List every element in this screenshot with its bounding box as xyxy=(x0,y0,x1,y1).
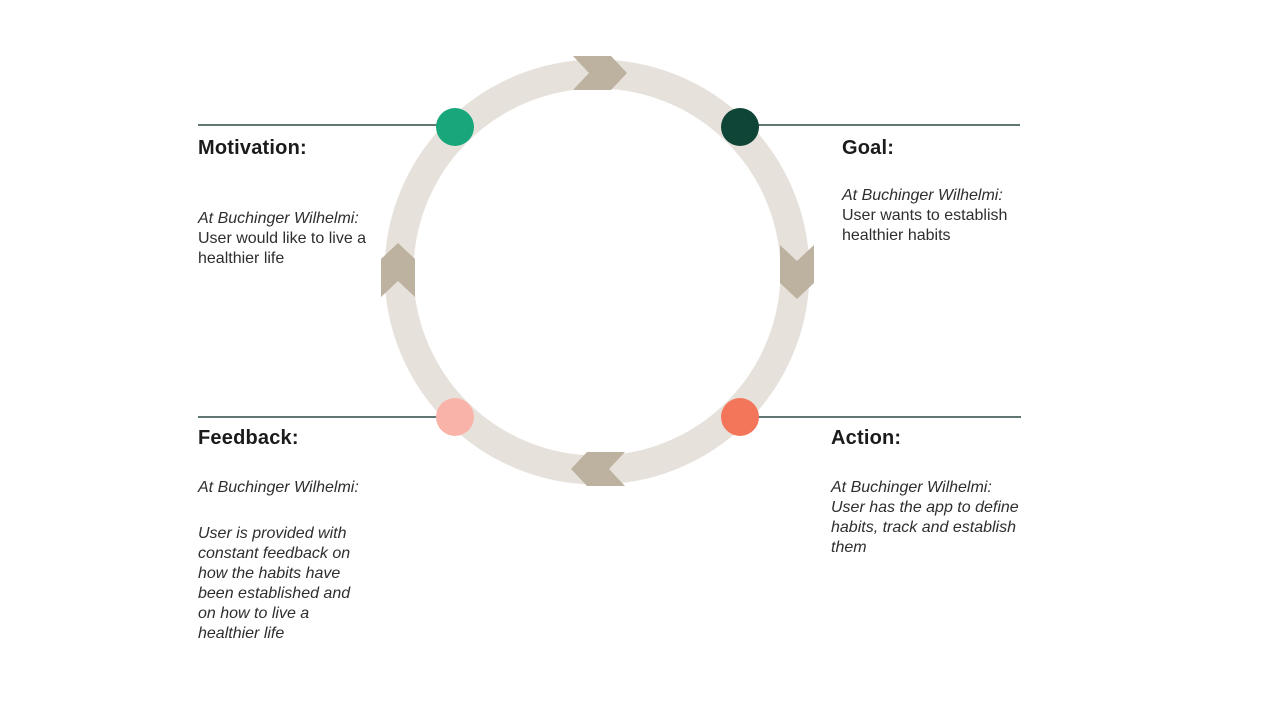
goal-heading: Goal: xyxy=(842,137,895,159)
action-context-label: At Buchinger Wilhelmi: xyxy=(831,479,992,496)
motivation-section: Motivation: At Buchinger Wilhelmi: User … xyxy=(198,136,378,269)
motivation-body: User would like to live a healthier life xyxy=(198,230,367,267)
feedback-dot xyxy=(436,398,474,436)
clockwise-arrow-left-icon xyxy=(381,243,415,297)
goal-dot xyxy=(721,108,759,146)
clockwise-arrow-top-icon xyxy=(573,56,627,90)
action-dot xyxy=(721,398,759,436)
motivation-dot xyxy=(436,108,474,146)
action-section: Action: At Buchinger Wilhelmi: User has … xyxy=(831,426,1021,558)
feedback-heading: Feedback: xyxy=(198,427,299,449)
feedback-body: User is provided with constant feedback … xyxy=(198,525,351,642)
goal-context-label: At Buchinger Wilhelmi: xyxy=(842,187,1003,204)
action-heading: Action: xyxy=(831,427,902,449)
goal-section: Goal: At Buchinger Wilhelmi: User wants … xyxy=(842,136,1032,246)
motivation-context-label: At Buchinger Wilhelmi: xyxy=(198,210,359,227)
clockwise-arrow-right-icon xyxy=(780,245,814,299)
feedback-section: Feedback: At Buchinger Wilhelmi: User is… xyxy=(198,426,372,644)
motivation-heading: Motivation: xyxy=(198,137,307,159)
feedback-context-label: At Buchinger Wilhelmi: xyxy=(198,479,359,496)
action-body: User has the app to define habits, track… xyxy=(831,499,1019,556)
goal-body: User wants to establish healthier habits xyxy=(842,207,1008,244)
clockwise-arrow-bottom-icon xyxy=(571,452,625,486)
